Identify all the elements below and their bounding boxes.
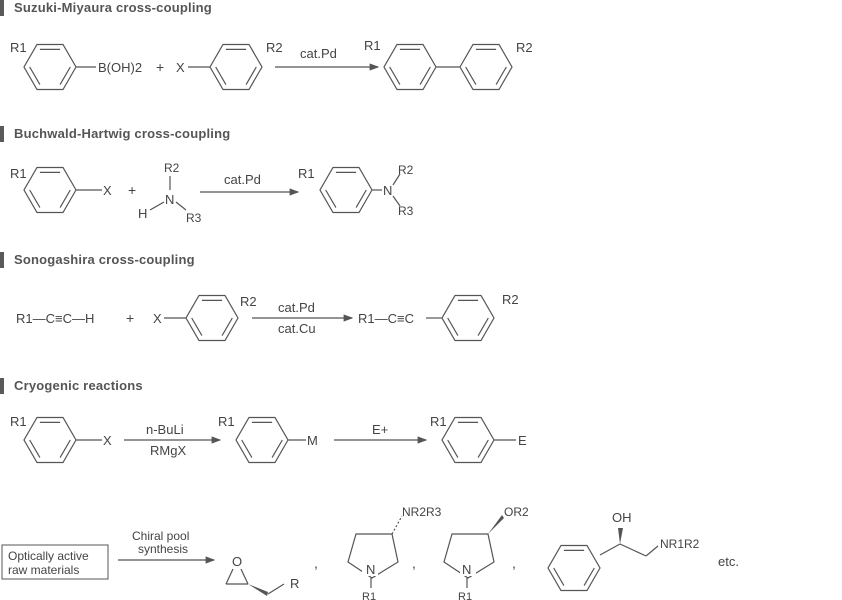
section-title-sonogashira: Sonogashira cross-coupling <box>0 252 195 268</box>
r3-label: R3 <box>398 204 414 218</box>
raw-materials-box <box>1 544 109 580</box>
plus-sign: + <box>128 182 136 198</box>
r1-label: R1 <box>362 591 376 600</box>
r3-label: R3 <box>186 211 202 225</box>
section-title-buchwald: Buchwald-Hartwig cross-coupling <box>0 126 230 142</box>
benzene-ring <box>441 416 495 464</box>
reagent-bottom-label: RMgX <box>150 443 186 458</box>
r2-label: R2 <box>266 40 283 55</box>
buchwald-reaction: R1 X + R2 N H R3 cat.Pd R1 N R2 R3 <box>10 161 414 225</box>
hydroxyl-label: OH <box>612 510 632 525</box>
benzene-ring <box>209 43 263 91</box>
ether-substituent-label: OR2 <box>504 505 529 519</box>
etc-label: etc. <box>718 554 739 569</box>
r1-label: R1 <box>430 414 447 429</box>
section-title-suzuki: Suzuki-Miyaura cross-coupling <box>0 0 212 16</box>
nitrogen-label: N <box>383 183 392 198</box>
nitrogen-label: N <box>462 562 471 577</box>
reagent-label: cat.Pd <box>300 46 337 61</box>
comma-separator: , <box>314 555 318 571</box>
r1-label: R1 <box>364 38 381 53</box>
r1-label: R1 <box>10 414 27 429</box>
r1-label: R1 <box>458 591 472 600</box>
halide-label: X <box>176 60 185 75</box>
box-line1: Optically active <box>8 549 89 563</box>
alkyne-label: R1—C≡C—H <box>16 311 94 326</box>
r1-label: R1 <box>298 166 315 181</box>
benzene-ring <box>547 544 601 592</box>
nitrogen-label: N <box>366 562 375 577</box>
electrophile-label: E+ <box>372 422 388 437</box>
r2-label: R2 <box>164 161 180 175</box>
reagent-label: cat.Pd <box>224 172 261 187</box>
suzuki-reaction: R1 B(OH)2 + X R2 cat.Pd R1 R2 <box>10 38 533 91</box>
halide-label: X <box>103 433 112 448</box>
benzene-ring <box>23 166 77 214</box>
reagent-top-label: n-BuLi <box>146 422 184 437</box>
benzene-ring <box>459 43 513 91</box>
amine-substituent-label: NR2R3 <box>402 505 442 519</box>
box-line2: raw materials <box>8 563 79 577</box>
nitrogen-label: N <box>165 192 174 207</box>
r1-label: R1 <box>10 166 27 181</box>
r2-label: R2 <box>502 292 519 307</box>
epoxide-oxygen-label: O <box>232 554 242 569</box>
r1-label: R1 <box>218 414 235 429</box>
benzene-ring <box>319 166 373 214</box>
benzene-ring <box>441 294 495 342</box>
wedge-bond <box>248 584 268 596</box>
reagent-bottom-label: cat.Cu <box>278 321 316 336</box>
section-title-cryogenic: Cryogenic reactions <box>0 378 143 394</box>
amino-substituent-label: NR1R2 <box>660 537 700 551</box>
e-label: E <box>518 433 527 448</box>
benzene-ring <box>235 416 289 464</box>
cryogenic-reaction: R1 X n-BuLi RMgX R1 M E+ R1 E <box>10 414 527 464</box>
r1-label: R1 <box>10 40 27 55</box>
halide-label: X <box>153 311 162 326</box>
hydrogen-label: H <box>138 206 147 221</box>
benzene-ring <box>185 294 239 342</box>
chiral-pool-scheme: Optically active raw materials Chiral po… <box>1 505 739 600</box>
hashed-bond <box>391 515 403 535</box>
epoxide-r-label: R <box>290 576 299 591</box>
boronic-acid-label: B(OH)2 <box>98 60 142 75</box>
benzene-ring <box>23 416 77 464</box>
metal-label: M <box>307 433 318 448</box>
r2-label: R2 <box>240 294 257 309</box>
reagent-top-label: cat.Pd <box>278 300 315 315</box>
wedge-bond <box>618 528 623 544</box>
arrow-line2: synthesis <box>138 542 188 556</box>
sonogashira-reaction: R1—C≡C—H + X R2 cat.Pd cat.Cu R1—C≡C R2 <box>16 292 519 342</box>
r2-label: R2 <box>516 40 533 55</box>
halide-label: X <box>103 183 112 198</box>
benzene-ring <box>23 43 77 91</box>
arrow-line1: Chiral pool <box>132 529 189 543</box>
benzene-ring <box>383 43 437 91</box>
product-alkyne-label: R1—C≡C <box>358 311 414 326</box>
plus-sign: + <box>126 310 134 326</box>
r2-label: R2 <box>398 163 414 177</box>
comma-separator: , <box>412 555 416 571</box>
comma-separator: , <box>512 555 516 571</box>
plus-sign: + <box>156 59 164 75</box>
wedge-bond <box>488 515 504 534</box>
